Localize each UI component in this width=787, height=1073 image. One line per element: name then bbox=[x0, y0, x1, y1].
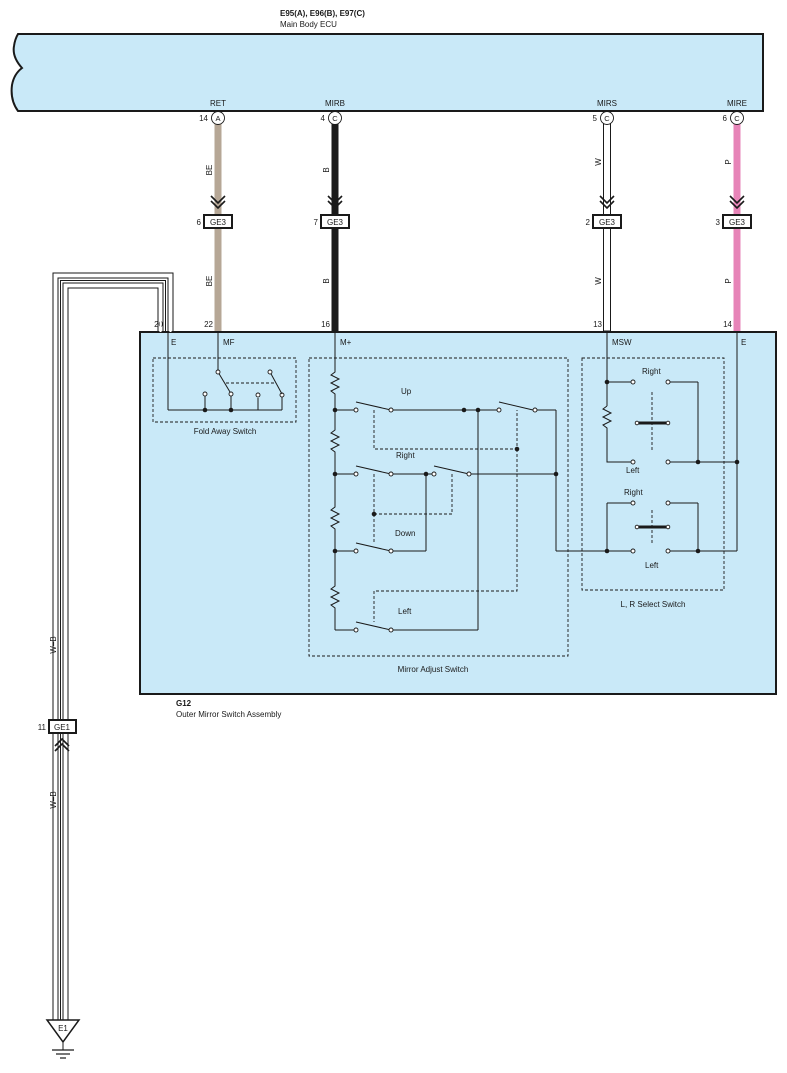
lr-select-switch-label: L, R Select Switch bbox=[621, 600, 686, 609]
lr-select-right-label-2: Right bbox=[624, 488, 643, 497]
wire-label-w-1: W bbox=[594, 158, 603, 166]
svg-text:2: 2 bbox=[586, 218, 591, 227]
ge1-connector: GE1 11 bbox=[38, 719, 77, 734]
svg-text:GE1: GE1 bbox=[54, 723, 71, 732]
lr-select-left-label-1: Left bbox=[626, 466, 640, 475]
wire-label-b-2: B bbox=[322, 278, 331, 283]
svg-text:11: 11 bbox=[38, 723, 47, 732]
mirror-adjust-right-label: Right bbox=[396, 451, 415, 460]
svg-text:C: C bbox=[734, 114, 740, 123]
assembly-label-e-right: E bbox=[741, 338, 746, 347]
wire-ground-wb bbox=[52, 272, 174, 1022]
lr-select-switch: Right Left Right Left L, R Select Switch bbox=[556, 332, 740, 609]
ecu-connectors-title: E95(A), E96(B), E97(C) bbox=[280, 9, 365, 18]
svg-text:7: 7 bbox=[314, 218, 319, 227]
ecu-terminal-mirb: C 4 bbox=[321, 111, 342, 125]
svg-text:C: C bbox=[604, 114, 610, 123]
fold-away-switch-label: Fold Away Switch bbox=[194, 427, 257, 436]
assembly-label-e-left: E bbox=[171, 338, 176, 347]
ground-icon: E1 bbox=[45, 1019, 81, 1059]
wire-label-wb-1: W–B bbox=[49, 636, 58, 653]
chevron-up-icon bbox=[54, 737, 70, 752]
ecu-box bbox=[10, 33, 764, 112]
svg-text:3: 3 bbox=[716, 218, 721, 227]
ecu-pin-label-mirb: MIRB bbox=[325, 99, 345, 108]
assembly-label-mf: MF bbox=[223, 338, 235, 347]
lr-select-left-label-2: Left bbox=[645, 561, 659, 570]
ge3-connector-mire: GE3 3 bbox=[716, 214, 752, 229]
svg-text:GE3: GE3 bbox=[599, 218, 616, 227]
mirror-adjust-down-label: Down bbox=[395, 529, 415, 538]
ecu-pin-label-mirs: MIRS bbox=[597, 99, 617, 108]
svg-text:4: 4 bbox=[321, 114, 326, 123]
ecu-name: Main Body ECU bbox=[280, 20, 337, 29]
wire-ground-wb-fill bbox=[54, 274, 172, 1022]
ecu-terminal-ret: A 14 bbox=[199, 111, 225, 125]
lr-select-right-label-1: Right bbox=[642, 367, 661, 376]
wire-label-be-2: BE bbox=[205, 276, 214, 287]
fold-away-switch: Fold Away Switch bbox=[152, 332, 297, 436]
mirror-adjust-switch: Up Right Down Left bbox=[308, 332, 569, 674]
assembly-pin-20: 20 bbox=[154, 320, 163, 329]
assembly-label-mplus: M+ bbox=[340, 338, 352, 347]
svg-text:GE3: GE3 bbox=[210, 218, 227, 227]
mirror-adjust-left-label: Left bbox=[398, 607, 412, 616]
assembly-label-msw: MSW bbox=[612, 338, 632, 347]
assembly-pin-14: 14 bbox=[723, 320, 732, 329]
mirror-adjust-switch-label: Mirror Adjust Switch bbox=[398, 665, 469, 674]
wire-label-p-1: P bbox=[724, 159, 733, 164]
svg-text:6: 6 bbox=[197, 218, 202, 227]
ge3-connector-mirb: GE3 7 bbox=[314, 214, 350, 229]
wire-label-w-2: W bbox=[594, 277, 603, 285]
assembly-pin-13: 13 bbox=[593, 320, 602, 329]
svg-text:C: C bbox=[332, 114, 338, 123]
svg-text:6: 6 bbox=[723, 114, 728, 123]
svg-text:A: A bbox=[215, 114, 220, 123]
svg-text:E1: E1 bbox=[58, 1024, 68, 1033]
ge3-connector-mirs: GE3 2 bbox=[586, 214, 622, 229]
assembly-name: Outer Mirror Switch Assembly bbox=[176, 710, 281, 719]
assembly-pin-16: 16 bbox=[321, 320, 330, 329]
chevron-icon bbox=[210, 195, 745, 210]
ecu-pin-label-mire: MIRE bbox=[727, 99, 747, 108]
svg-text:5: 5 bbox=[593, 114, 598, 123]
wire-label-b-1: B bbox=[322, 167, 331, 172]
assembly-pin-22: 22 bbox=[204, 320, 213, 329]
ecu-pin-label-ret: RET bbox=[210, 99, 226, 108]
assembly-box bbox=[139, 331, 777, 695]
wire-label-p-2: P bbox=[724, 278, 733, 283]
svg-text:GE3: GE3 bbox=[327, 218, 344, 227]
wire-label-be-1: BE bbox=[205, 165, 214, 176]
assembly-code: G12 bbox=[176, 699, 192, 708]
ge3-connector-ret: GE3 6 bbox=[197, 214, 233, 229]
svg-text:GE3: GE3 bbox=[729, 218, 746, 227]
ecu-terminal-mire: C 6 bbox=[723, 111, 744, 125]
svg-text:14: 14 bbox=[199, 114, 208, 123]
ecu-terminal-mirs: C 5 bbox=[593, 111, 614, 125]
wire-label-wb-2: W–B bbox=[49, 791, 58, 808]
mirror-adjust-up-label: Up bbox=[401, 387, 412, 396]
